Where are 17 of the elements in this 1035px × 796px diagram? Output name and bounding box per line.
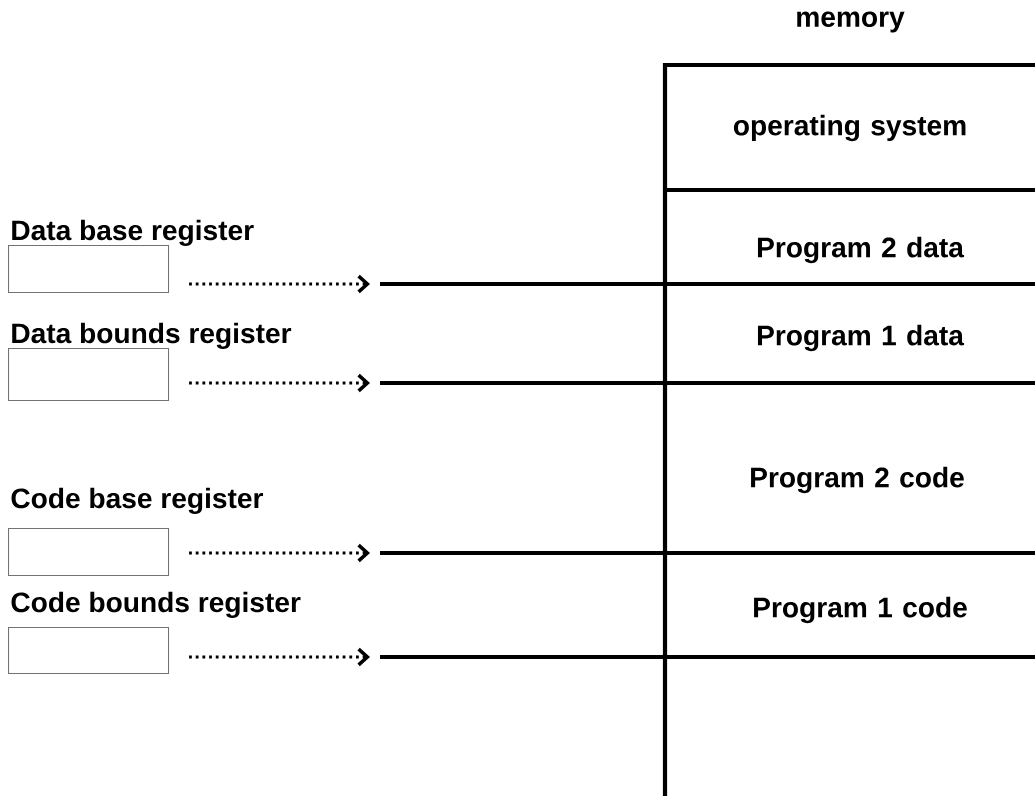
node-label: Data bounds register (12, 322, 292, 349)
memory-region: Program 2 code (751, 466, 964, 494)
arrow (189, 274, 370, 294)
arrow (189, 543, 370, 563)
register-box: Code base register (8, 487, 264, 577)
node-label: Code base register (11, 487, 264, 514)
arrow (189, 373, 370, 393)
memory-region: operating system (733, 114, 966, 142)
arrow (189, 647, 370, 667)
memory-region: Program 2 data (757, 236, 965, 264)
memory-region: Program 1 code (754, 596, 967, 624)
register-box: Data base register (8, 219, 254, 294)
node-label: Data base register (12, 219, 254, 246)
node-label: Code bounds register (11, 591, 301, 618)
memory-region: Program 1 data (757, 324, 965, 352)
register-box: Data bounds register (8, 322, 292, 402)
register-box: Code bounds register (8, 591, 301, 675)
